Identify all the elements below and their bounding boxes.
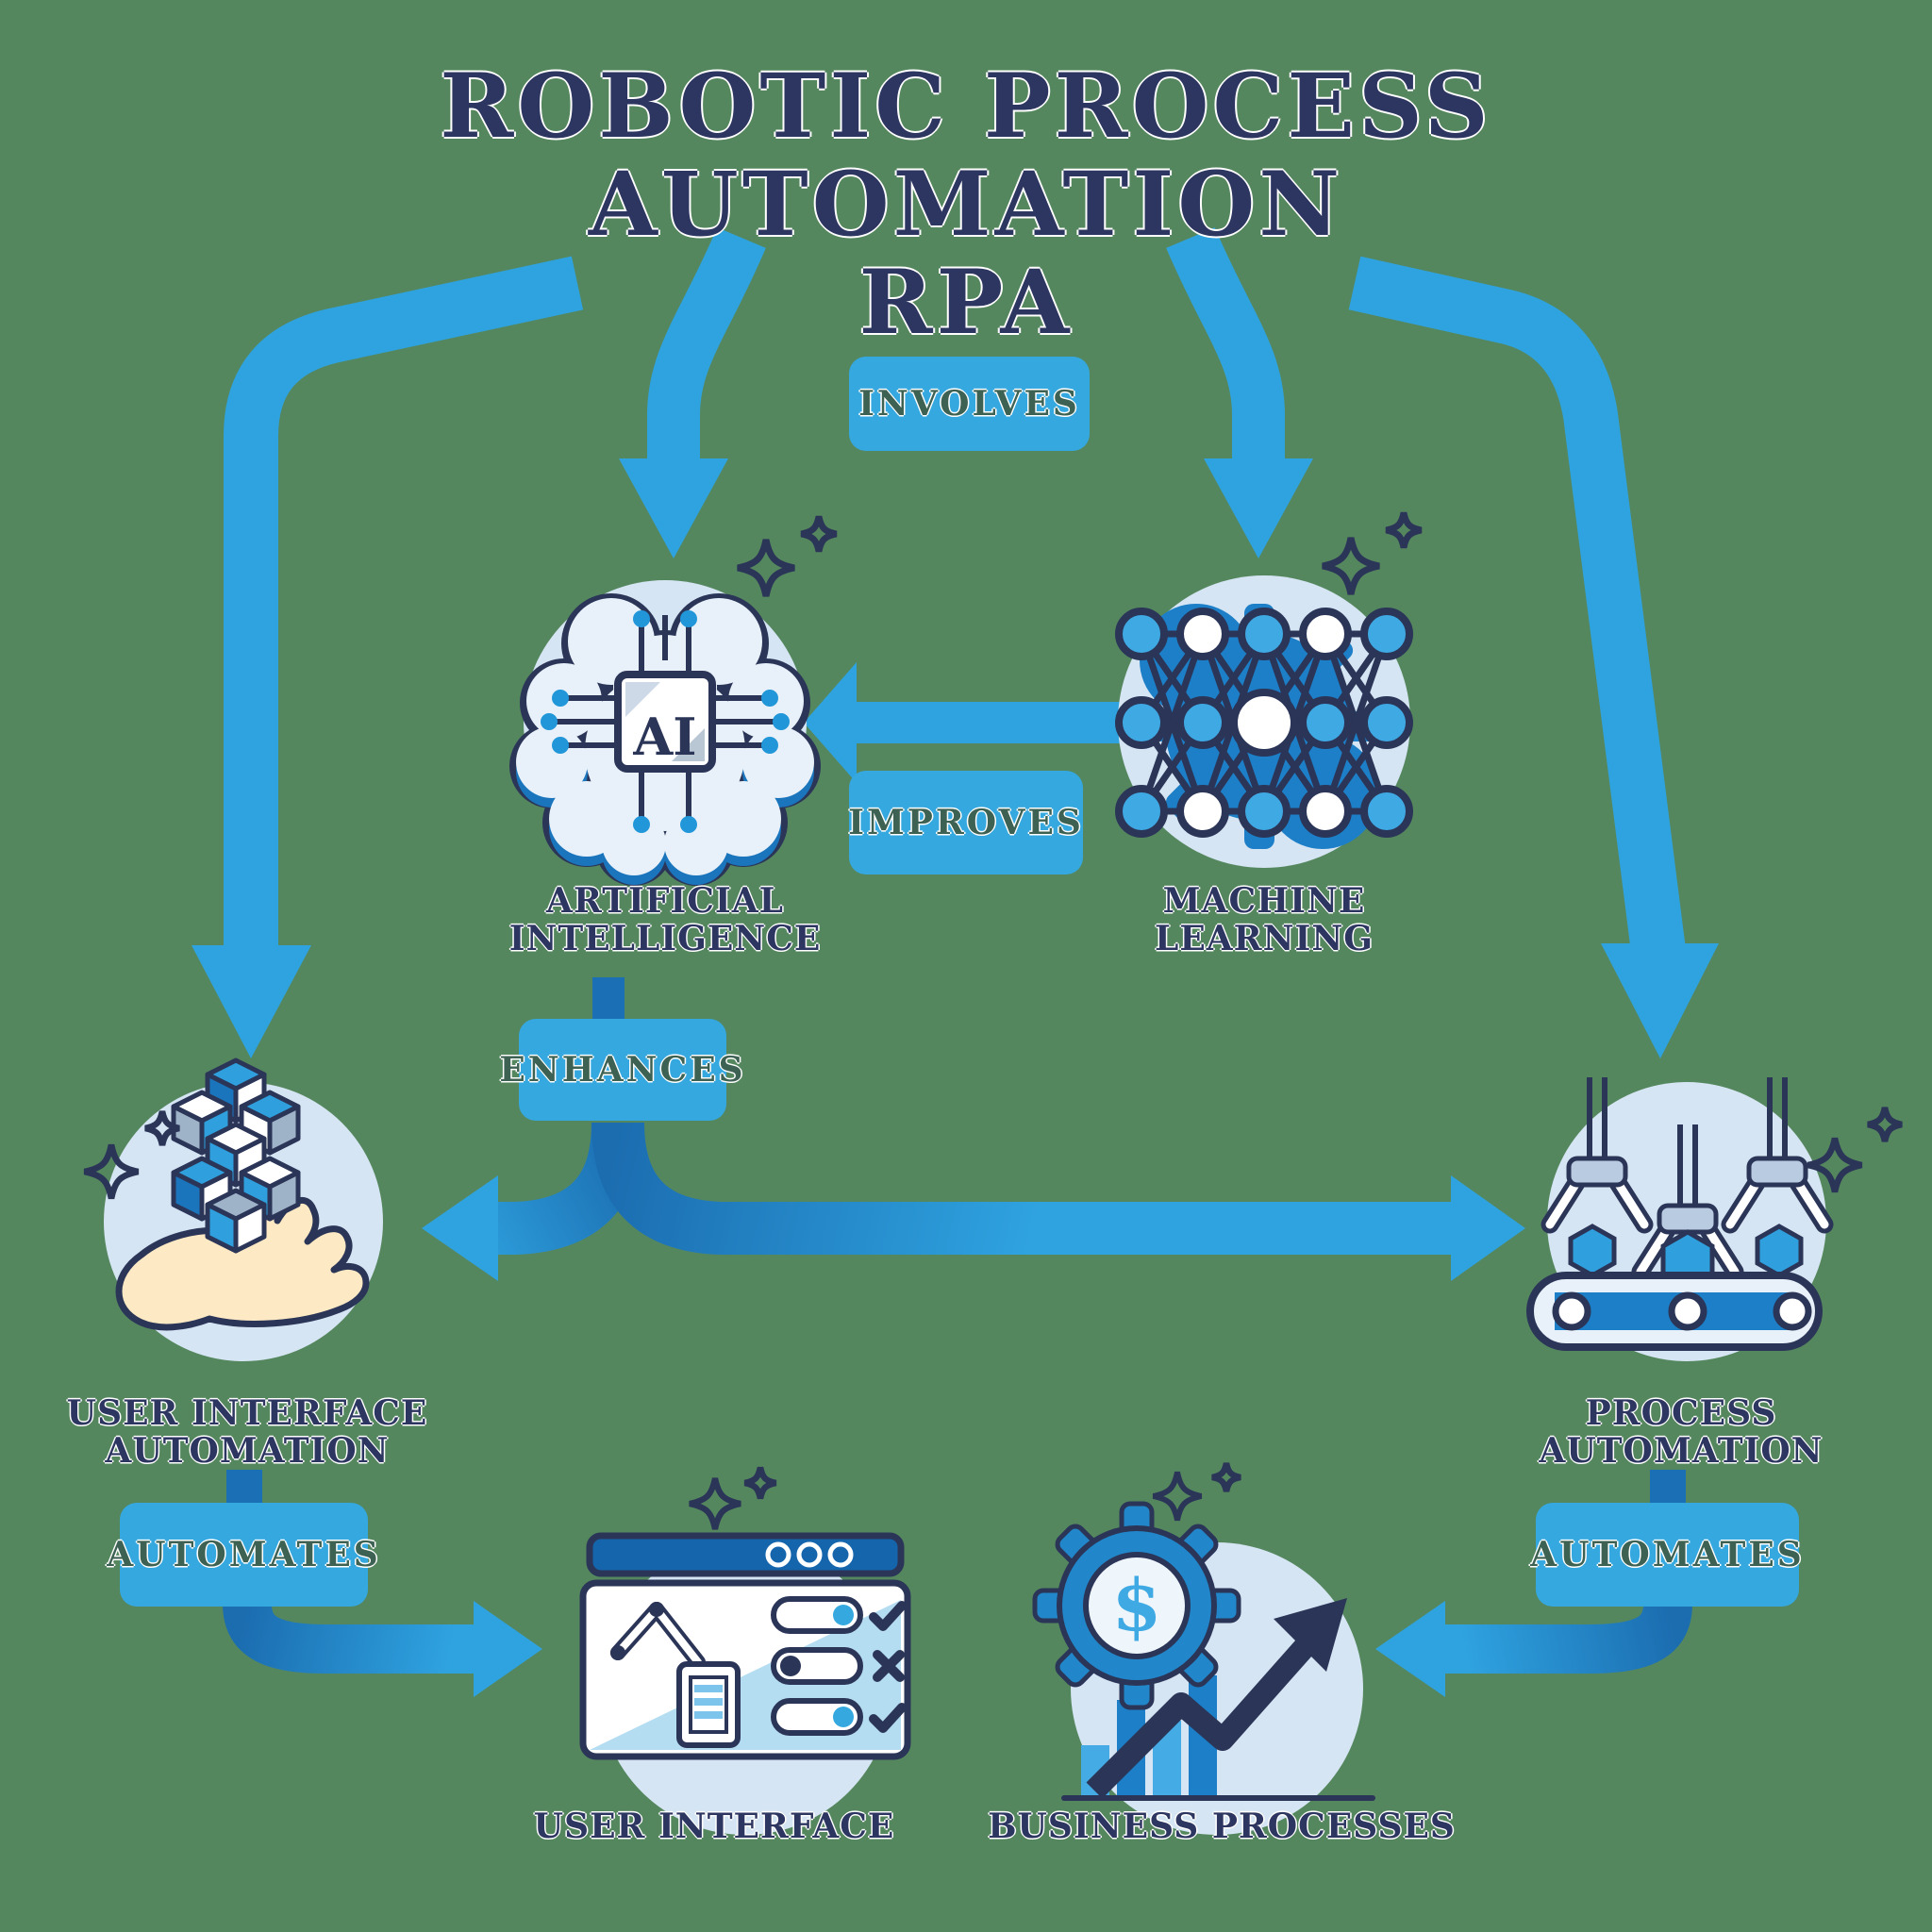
machine-learning-label: MACHINE LEARNING: [1075, 882, 1453, 958]
process-automation-label-line1: PROCESS: [1585, 1393, 1777, 1433]
business-processes-icon: $: [1032, 1461, 1375, 1835]
sparkle-icon: [690, 1468, 776, 1530]
arrow-rpa-to-process-automation: [1348, 256, 1719, 1058]
browser-title-bar: [586, 1532, 905, 1577]
user-interface-icon: [579, 1468, 911, 1835]
conveyor-belt-icon: [1526, 1272, 1823, 1351]
ai-chip-text: AI: [632, 707, 696, 767]
growth-arrow-icon: [1061, 1598, 1375, 1801]
dollar-sign: $: [1112, 1563, 1162, 1647]
machine-learning-icon: [1115, 512, 1433, 868]
user-interface-automation-label: USER INTERFACE AUTOMATION: [30, 1394, 464, 1470]
page-title-line1: ROBOTIC PROCESS: [440, 55, 1492, 158]
user-interface-automation-label-line1: USER INTERFACE: [66, 1393, 428, 1433]
artificial-intelligence-label-line2: INTELLIGENCE: [508, 919, 822, 958]
sparkle-icon: [1323, 512, 1422, 594]
toggle-list-icon: [771, 1596, 907, 1736]
enhances-box: ENHANCES: [499, 1019, 743, 1121]
arrow-rpa-to-ai: [619, 227, 766, 558]
process-automation-label: PROCESS AUTOMATION: [1492, 1394, 1870, 1470]
page-title-line2: AUTOMATION: [588, 153, 1344, 257]
sparkle-icon: [1808, 1108, 1903, 1192]
user-interface-automation-label-line2: AUTOMATION: [105, 1431, 390, 1471]
arrow-rpa-to-machine-learning: [1166, 227, 1313, 558]
automates-right-box: AUTOMATES: [1530, 1503, 1802, 1607]
arrow-ml-improves-ai: [804, 662, 1121, 783]
arrow-ai-enhances-split: [422, 977, 1525, 1281]
machine-learning-label-line2: LEARNING: [1155, 919, 1374, 958]
page-title-line3: RPA: [858, 251, 1074, 355]
improves-box: IMPROVES: [848, 771, 1083, 874]
hand-icon: [115, 1186, 370, 1331]
hexagon-parts: [1568, 1224, 1804, 1291]
user-interface-automation-icon: [85, 1058, 383, 1361]
sparkle-icon: [738, 516, 837, 596]
robot-arm-icon: [610, 1602, 741, 1748]
arrow-automates-to-user-interface: [223, 1470, 542, 1697]
arrow-automates-to-business-processes: [1375, 1470, 1692, 1697]
window-buttons-icon: [765, 1541, 854, 1568]
business-processes-label: BUSINESS PROCESSES: [988, 1807, 1456, 1846]
user-interface-label: USER INTERFACE: [533, 1807, 895, 1846]
involves-box: INVOLVES: [849, 357, 1090, 451]
ai-brain-icon: AI: [509, 516, 837, 886]
artificial-intelligence-label: ARTIFICIAL INTELLIGENCE: [476, 882, 854, 958]
process-automation-label-line2: AUTOMATION: [1539, 1431, 1824, 1471]
arrow-rpa-to-user-interface-automation: [192, 256, 584, 1058]
sparkle-icon: [1154, 1463, 1241, 1521]
cube-cluster-icon: [171, 1058, 301, 1254]
machine-learning-label-line1: MACHINE: [1162, 881, 1366, 921]
artificial-intelligence-label-line1: ARTIFICIAL: [546, 881, 784, 921]
dollar-gear-icon: $: [1032, 1501, 1241, 1710]
automates-left-box: AUTOMATES: [107, 1503, 378, 1607]
process-automation-icon: [1526, 1077, 1903, 1361]
